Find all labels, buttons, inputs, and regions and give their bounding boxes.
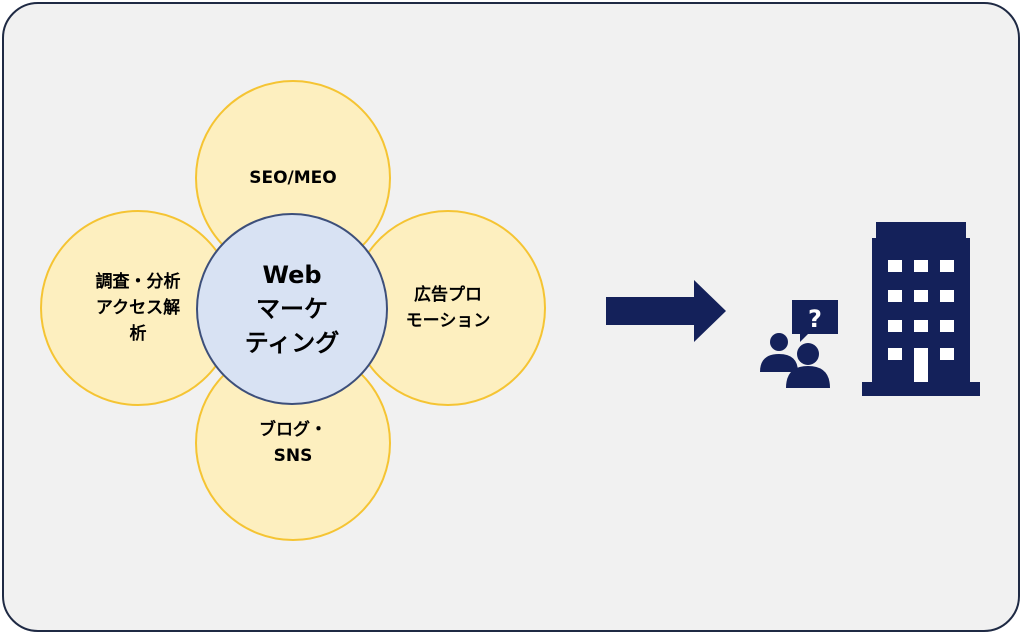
center-web-marketing-label: Web マーケ ティング <box>244 261 340 357</box>
petal-research-analysis-label: 調査・分析 アクセス解 析 <box>95 272 181 344</box>
people-question-icon: ? <box>760 300 838 388</box>
petal-ad-promotion-label: 広告プロ モーション <box>405 285 491 331</box>
office-building-icon <box>862 222 980 396</box>
center-web-marketing: Web マーケ ティング <box>196 213 388 405</box>
petal-seo-meo-label: SEO/MEO <box>249 168 337 188</box>
right-arrow-icon <box>606 280 726 342</box>
petal-blog-sns-label: ブログ・ SNS <box>259 420 327 466</box>
svg-text:?: ? <box>808 305 822 333</box>
